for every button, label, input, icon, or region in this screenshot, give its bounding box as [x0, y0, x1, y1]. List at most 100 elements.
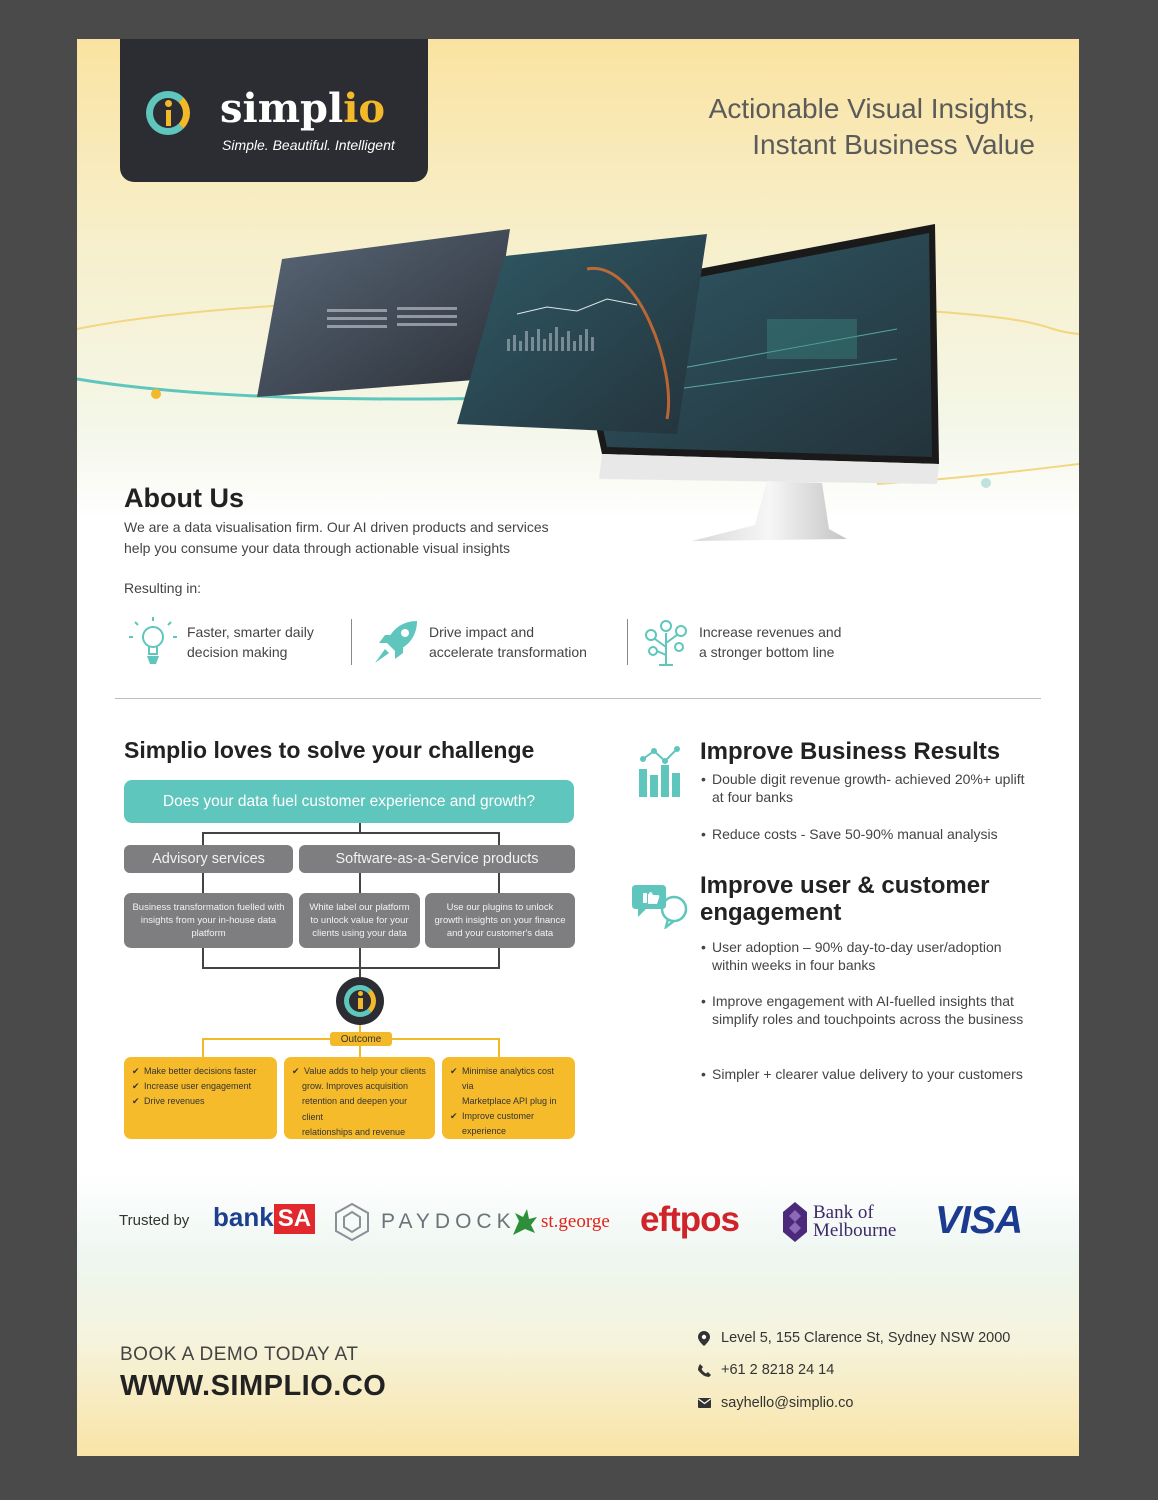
engagement-bullet-1: User adoption – 90% day-to-day user/adop…: [701, 938, 1031, 974]
connector-line: [359, 873, 361, 893]
saas-products-label: Software-as-a-Service products: [299, 845, 575, 873]
outcome-item: Minimise analytics cost via: [462, 1066, 555, 1091]
website-link[interactable]: WWW.SIMPLIO.CO: [120, 1370, 387, 1402]
st-george-logo: st.george: [511, 1207, 610, 1237]
bar-chart-icon: [639, 746, 680, 797]
connector-line: [359, 948, 361, 978]
visa-logo: VISA: [935, 1199, 1023, 1242]
benefit-revenue-line2: a stronger bottom line: [699, 644, 835, 660]
headline: Actionable Visual Insights, Instant Busi…: [709, 91, 1035, 163]
engagement-title: Improve user & customer engagement: [700, 872, 990, 926]
challenge-question: Does your data fuel customer experience …: [124, 780, 574, 823]
bank-of-melbourne-logo: Bank of Melbourne: [783, 1202, 896, 1242]
lightbulb-icon: [129, 617, 177, 664]
section-divider: [115, 698, 1041, 699]
connector-line: [498, 873, 500, 893]
outcome-item: Drive revenues: [144, 1096, 205, 1106]
flyer-page: simplio Simple. Beautiful. Intelligent A…: [77, 39, 1079, 1456]
about-description: We are a data visualisation firm. Our AI…: [124, 519, 549, 556]
outcome-item: relationships and revenue: [302, 1126, 406, 1137]
connector-line: [202, 832, 500, 834]
benefit-impact-line2: accelerate transformation: [429, 644, 587, 660]
challenge-title: Simplio loves to solve your challenge: [124, 737, 535, 763]
outcome-box-plugins: ✔ Minimise analytics cost via Marketplace…: [442, 1057, 575, 1139]
results-bullet-1: Double digit revenue growth- achieved 20…: [701, 770, 1031, 806]
eftpos-logo: eftpos: [640, 1200, 740, 1239]
location-pin-icon: [697, 1330, 711, 1346]
outcome-connector: [498, 1038, 500, 1058]
rocket-icon: [375, 621, 417, 663]
connector-line: [498, 832, 500, 846]
benefit-revenue-line1: Increase revenues and: [699, 624, 842, 640]
dragon-icon: [513, 1209, 537, 1235]
resulting-label: Resulting in:: [124, 580, 202, 596]
outcome-box-white-label: ✔ Value adds to help your clients grow. I…: [284, 1057, 435, 1139]
phone-icon: [697, 1363, 711, 1377]
dashboard-mockup-image: [257, 224, 939, 541]
connector-line: [202, 967, 500, 969]
check-icon: ✔: [132, 1066, 140, 1076]
simplio-logo-icon: [336, 977, 384, 1025]
outcome-connector: [202, 1038, 204, 1058]
benefit-divider: [351, 619, 352, 665]
orbit-dot-yellow: [151, 389, 161, 399]
benefit-revenue: Increase revenues and a stronger bottom …: [643, 617, 841, 667]
advisory-services-label: Advisory services: [124, 845, 293, 873]
simplio-logo-icon: [146, 91, 190, 135]
outcome-item: Marketplace API plug in: [462, 1096, 557, 1106]
check-icon: ✔: [450, 1066, 458, 1076]
engagement-bullet-3: Simpler + clearer value delivery to your…: [701, 1065, 1031, 1083]
about-title: About Us: [124, 483, 244, 513]
brand-name: simplio: [220, 85, 386, 132]
outcome-item: grow. Improves acquisition: [302, 1081, 409, 1091]
money-tree-icon: [645, 620, 687, 666]
connector-line: [202, 832, 204, 846]
benefit-decision: Faster, smarter daily decision making: [129, 617, 314, 667]
plugins-description: Use our plugins to unlock growth insight…: [425, 893, 575, 948]
outcome-item: retention and deepen your client: [302, 1096, 408, 1122]
check-icon: ✔: [292, 1066, 300, 1076]
envelope-icon: [697, 1398, 711, 1408]
outcome-item: Increase user engagement: [144, 1081, 252, 1091]
connector-line: [498, 948, 500, 968]
paydock-hexagon-icon: [335, 1202, 369, 1242]
connector-line: [202, 873, 204, 893]
outcome-connector: [359, 1045, 361, 1058]
check-icon: ✔: [450, 1111, 458, 1122]
outcome-item: Make better decisions faster: [144, 1066, 257, 1076]
check-icon: ✔: [132, 1096, 140, 1106]
headline-line-2: Instant Business Value: [752, 129, 1035, 160]
advisory-description: Business transformation fuelled with ins…: [124, 893, 293, 948]
phone-row: +61 2 8218 24 14: [697, 1362, 834, 1378]
results-title: Improve Business Results: [700, 738, 1001, 765]
results-bullet-2: Reduce costs - Save 50-90% manual analys…: [701, 825, 1031, 843]
outcome-label: Outcome: [330, 1032, 392, 1046]
connector-line: [359, 823, 361, 833]
trusted-by-label: Trusted by: [119, 1212, 190, 1229]
paydock-logo: PAYDOCK: [333, 1202, 516, 1242]
brand-logo-panel: simplio Simple. Beautiful. Intelligent: [120, 39, 428, 182]
connector-line: [202, 948, 204, 968]
email-row: sayhello@simplio.co: [697, 1395, 853, 1411]
outcome-connector: [359, 1025, 361, 1033]
benefit-impact-line1: Drive impact and: [429, 624, 535, 640]
outcome-item: Improve customer: [462, 1111, 535, 1122]
outcome-box-advisory: ✔ Make better decisions faster ✔ Increase …: [124, 1057, 277, 1139]
benefit-decision-line2: decision making: [187, 644, 288, 660]
engagement-bullet-2: Improve engagement with AI-fuelled insig…: [701, 992, 1031, 1028]
benefit-divider: [627, 619, 628, 665]
bank-of-melbourne-emblem-icon: [783, 1202, 807, 1242]
chat-bubbles-icon: [632, 885, 688, 929]
orbit-dot-teal: [981, 478, 991, 488]
outcome-item: experience: [462, 1126, 507, 1137]
benefit-impact: Drive impact and accelerate transformati…: [373, 617, 587, 667]
address-row: Level 5, 155 Clarence St, Sydney NSW 200…: [697, 1330, 1010, 1346]
outcome-item: Value adds to help your clients: [304, 1066, 426, 1076]
white-label-description: White label our platform to unlock value…: [299, 893, 420, 948]
brand-tagline: Simple. Beautiful. Intelligent: [222, 137, 395, 153]
benefit-decision-line1: Faster, smarter daily: [187, 624, 314, 640]
book-demo-label: BOOK A DEMO TODAY AT: [120, 1344, 359, 1365]
headline-line-1: Actionable Visual Insights,: [708, 93, 1035, 124]
check-icon: ✔: [132, 1081, 140, 1091]
